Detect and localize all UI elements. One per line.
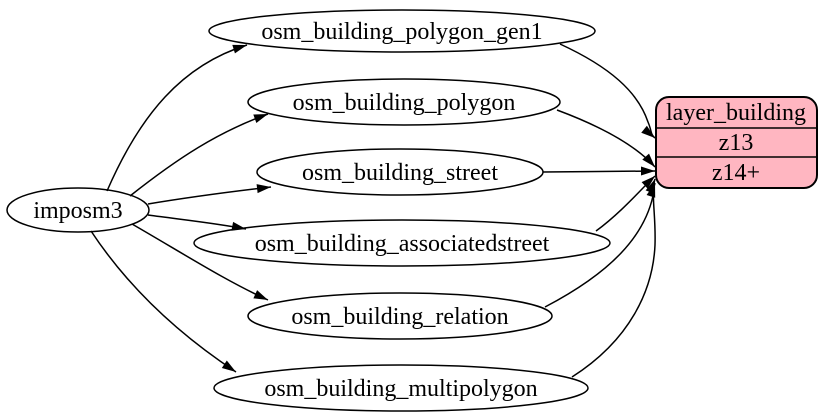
edge-osm-building-multipolygon-to-z14 xyxy=(571,182,656,378)
node-osm-building-multipolygon xyxy=(213,364,589,412)
edge-imposm3-to-osm-building-multipolygon xyxy=(90,230,237,373)
node-label-imposm3: imposm3 xyxy=(33,198,122,224)
layer-row-z14: z14+ xyxy=(712,160,760,186)
node-label-osm-building-associatedstreet: osm_building_associatedstreet xyxy=(255,231,550,257)
node-osm-building-polygon-gen1 xyxy=(208,9,596,53)
layer-building-title: layer_building xyxy=(666,100,806,126)
edge-imposm3-to-osm-building-relation xyxy=(131,223,269,301)
edge-osm-building-polygon-gen1-to-z13 xyxy=(559,43,656,139)
node-imposm3 xyxy=(6,187,150,233)
layer-row-z13: z13 xyxy=(719,130,754,156)
edge-imposm3-to-osm-building-polygon xyxy=(129,113,269,197)
edge-osm-building-polygon-to-z14 xyxy=(556,109,656,168)
node-osm-building-associatedstreet xyxy=(193,219,611,267)
edge-imposm3-to-osm-building-associatedstreet xyxy=(147,214,247,231)
node-label-osm-building-polygon-gen1: osm_building_polygon_gen1 xyxy=(261,19,542,45)
edge-imposm3-to-osm-building-street xyxy=(147,184,272,205)
node-label-osm-building-polygon: osm_building_polygon xyxy=(293,90,516,116)
edge-osm-building-associatedstreet-to-z14 xyxy=(595,175,656,232)
node-osm-building-relation xyxy=(247,292,553,340)
edge-imposm3-to-osm-building-polygon-gen1 xyxy=(106,44,248,192)
layer-building-box xyxy=(655,96,818,189)
node-osm-building-polygon xyxy=(247,78,561,126)
edge-osm-building-street-to-z14 xyxy=(542,166,656,176)
node-label-osm-building-relation: osm_building_relation xyxy=(291,304,508,330)
node-layer-building xyxy=(655,96,818,189)
node-label-osm-building-street: osm_building_street xyxy=(302,160,498,186)
node-label-osm-building-multipolygon: osm_building_multipolygon xyxy=(264,376,537,402)
